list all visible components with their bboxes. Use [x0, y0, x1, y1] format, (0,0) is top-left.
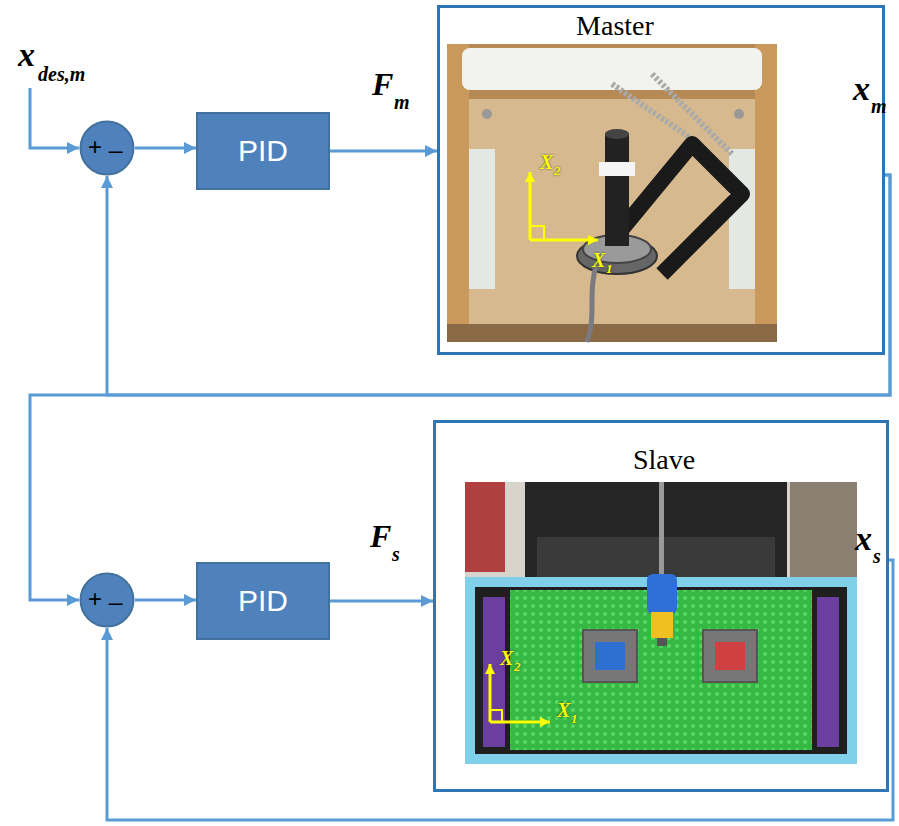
board-edge	[447, 324, 777, 342]
rod	[482, 109, 492, 119]
handle-cap	[605, 129, 629, 139]
summing-junction: +_	[79, 572, 135, 628]
plant-frame: Master	[437, 5, 885, 355]
axis-label: X	[592, 250, 605, 270]
signal-label: m	[394, 92, 410, 112]
circle-shape	[81, 574, 134, 627]
plant-frame: Slave	[433, 420, 889, 792]
axis-arrow	[490, 721, 550, 724]
sign-label: +	[88, 135, 102, 159]
foam-pad	[729, 149, 755, 289]
axis-label: 1	[606, 262, 613, 275]
signal-label: x	[853, 72, 870, 106]
signal-label: F	[370, 520, 391, 552]
signal-label: des,m	[38, 64, 85, 84]
pid-block: PID	[196, 562, 330, 640]
axis-label: 1	[571, 712, 578, 725]
foam-pad	[469, 149, 495, 289]
block-label: PID	[238, 134, 288, 168]
peg-slot	[595, 642, 625, 670]
signal-label: s	[392, 544, 400, 564]
signal-line	[107, 175, 890, 395]
circle-shape	[81, 122, 134, 175]
axis-label: X	[540, 152, 553, 172]
handle-ring	[599, 162, 635, 176]
lego-plate	[510, 590, 812, 750]
peg-block	[703, 630, 757, 682]
right-angle-mark	[530, 226, 544, 240]
input-arrow	[30, 88, 79, 148]
circle-outline	[79, 120, 135, 176]
axis-label: 2	[554, 164, 561, 177]
photo-ground	[447, 44, 777, 342]
sign-label: _	[109, 128, 122, 152]
rod	[734, 109, 744, 119]
signal-line	[135, 599, 196, 602]
track	[817, 597, 839, 747]
housing-panel	[537, 537, 775, 577]
peg-block	[583, 630, 637, 682]
sign-label: +	[88, 587, 102, 611]
pid-block: PID	[196, 112, 330, 190]
axis-arrow	[489, 664, 492, 722]
right-angle-mark	[490, 710, 502, 722]
summing-junction: +_	[79, 120, 135, 176]
rod	[659, 482, 664, 582]
circle-outline	[79, 572, 135, 628]
rail-frame	[475, 587, 847, 754]
sign-label: _	[109, 580, 122, 604]
signal-label: x	[18, 38, 35, 72]
peg-slot	[715, 642, 745, 670]
signal-label: s	[873, 546, 881, 566]
signal-line	[330, 150, 437, 153]
signal-line	[330, 600, 433, 603]
slave-photo	[465, 482, 857, 764]
cable	[587, 262, 597, 342]
end-effector	[647, 574, 677, 614]
signal-line	[135, 147, 196, 150]
lab-clutter	[465, 482, 505, 572]
axis-label: X	[500, 648, 513, 668]
block-label: PID	[238, 584, 288, 618]
axis-arrow	[529, 172, 532, 240]
signal-label: F	[372, 68, 393, 100]
gantry-housing	[525, 482, 787, 582]
signal-line	[107, 560, 893, 820]
effector-tip	[657, 638, 667, 646]
photo-ground	[465, 482, 857, 764]
track	[483, 597, 505, 747]
handle-column	[605, 134, 629, 246]
signal-label: x	[855, 522, 872, 556]
foam-strip	[462, 48, 762, 90]
axis-arrow	[530, 239, 598, 242]
end-effector	[651, 612, 673, 638]
master-photo	[447, 44, 777, 342]
axis-label: X	[557, 700, 570, 720]
frame-title: Slave	[468, 445, 860, 476]
signal-label: m	[871, 96, 887, 116]
axis-label: 2	[514, 660, 521, 673]
signal-line	[30, 175, 890, 600]
frame-title: Master	[450, 11, 780, 42]
